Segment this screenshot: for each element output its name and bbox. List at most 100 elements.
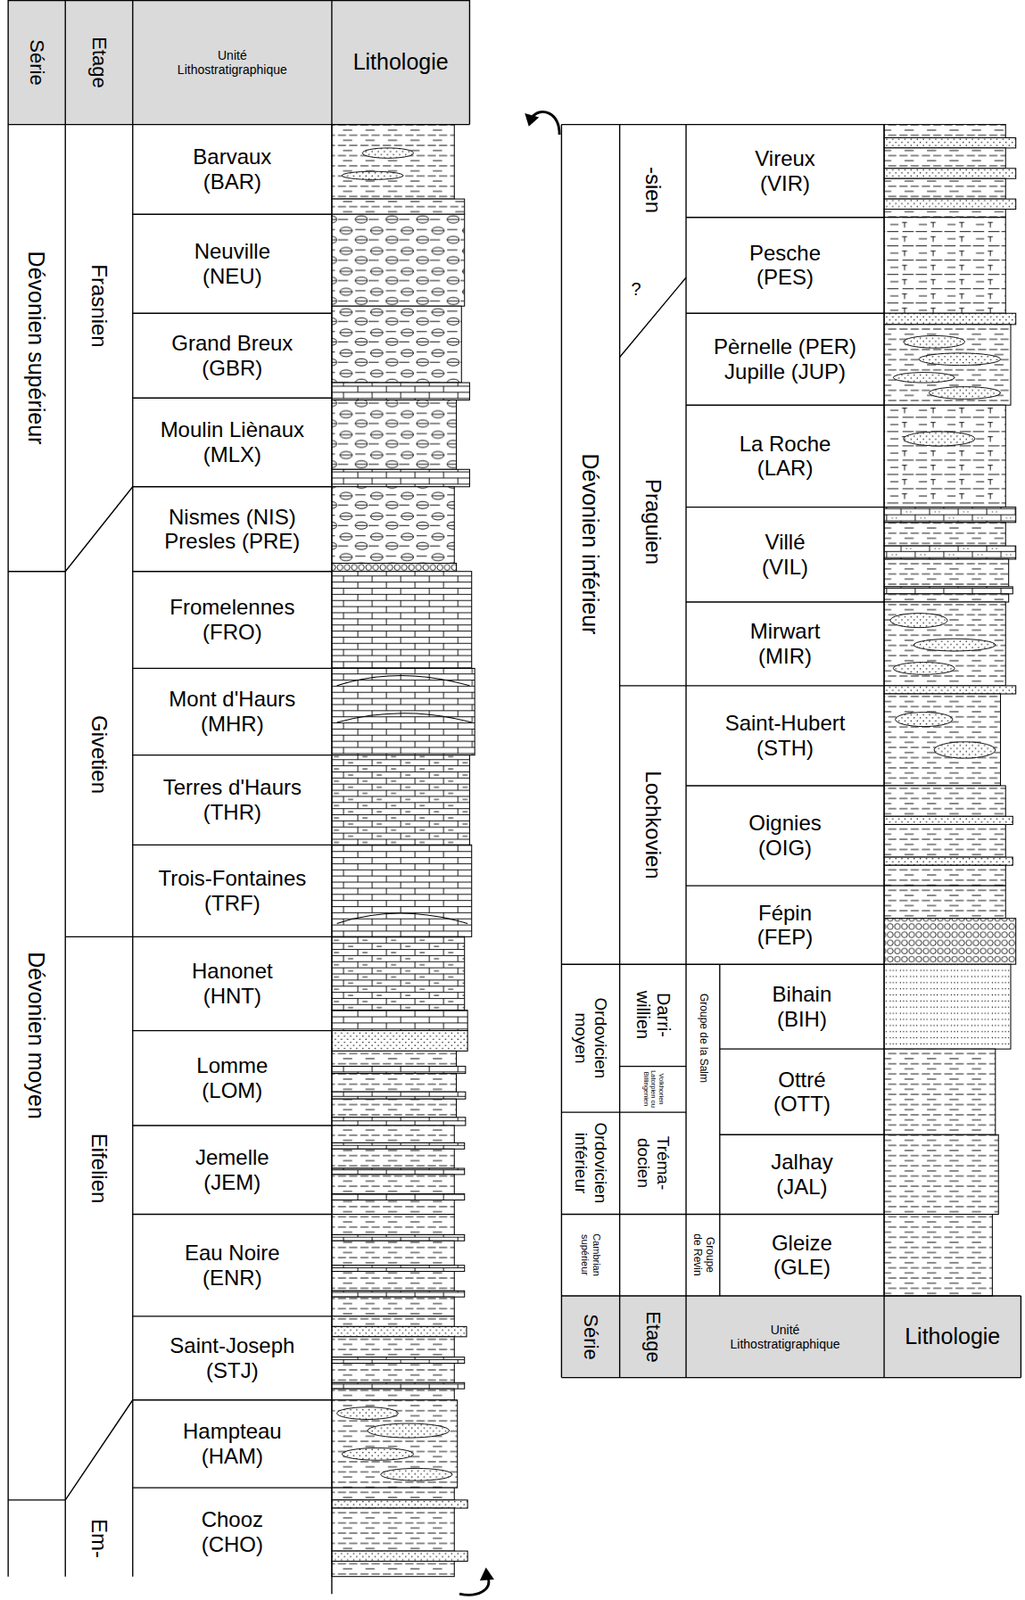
sandstone-lens bbox=[362, 148, 414, 158]
header-text: Etage bbox=[87, 4, 110, 121]
strata-name: Cambrian supérieur bbox=[578, 1228, 602, 1282]
lithology-bed bbox=[331, 1363, 455, 1384]
lithology-bed bbox=[331, 124, 1017, 1578]
header-text: Lithologie bbox=[904, 1323, 1001, 1350]
strata-cell: Cambrian supérieur bbox=[561, 1215, 620, 1298]
strata-cell: Darri- willien bbox=[619, 964, 687, 1067]
sandstone-lens bbox=[928, 387, 1001, 400]
lithology-bed bbox=[331, 1240, 455, 1265]
header-fill bbox=[8, 0, 470, 125]
lithology-bed bbox=[884, 594, 1009, 603]
strata-name: Eifelien bbox=[86, 941, 112, 1396]
lithology-bed bbox=[884, 313, 1017, 325]
strata-cell: Fépin (FEP) bbox=[686, 885, 885, 965]
sandstone-lens bbox=[903, 431, 976, 447]
strata-name: Dévonien moyen bbox=[24, 576, 50, 1497]
lithology-bed bbox=[331, 1297, 455, 1317]
strata-name: Pesche (PES) bbox=[735, 240, 835, 290]
lithology-bed bbox=[884, 405, 1006, 507]
reef-mound bbox=[337, 675, 471, 686]
lithology-bed bbox=[331, 400, 457, 471]
strata-name: Ordovicien moyen bbox=[570, 991, 611, 1086]
lithology-bed bbox=[331, 1337, 455, 1358]
continuation-arrow bbox=[459, 111, 560, 1596]
grid-line bbox=[561, 1049, 1021, 1378]
grid-line bbox=[8, 0, 470, 1595]
strata-cell: Eifelien bbox=[65, 936, 133, 1400]
lithology-bed bbox=[331, 1148, 455, 1169]
strata-cell: Lomme (LOM) bbox=[132, 1031, 332, 1126]
strata-cell: Pèrnelle (PER) Jupille (JUP) bbox=[686, 313, 885, 406]
grid-line bbox=[8, 487, 133, 1501]
lithology-bed bbox=[331, 124, 455, 200]
strata-cell: Bihain (BIH) bbox=[719, 964, 885, 1050]
lithology-bed bbox=[884, 198, 1017, 209]
strata-cell: Groupe de la Salm bbox=[686, 964, 720, 1113]
lithology-bed bbox=[884, 857, 1013, 866]
strata-name: Tréma- docien bbox=[633, 1130, 673, 1198]
lithology-bed bbox=[331, 1125, 455, 1143]
lithology-bed bbox=[884, 178, 1006, 199]
strata-name: Dévonien supérieur bbox=[24, 129, 50, 568]
lithology-bed bbox=[331, 1174, 455, 1195]
strata-cell: Em- bbox=[65, 1500, 133, 1578]
strata-name: Frasnien bbox=[86, 129, 112, 483]
lithology-bed bbox=[884, 865, 1006, 886]
strata-cell: Neuville (NEU) bbox=[132, 214, 332, 314]
lithology-bed bbox=[884, 885, 1006, 919]
strata-name: Terres d'Haurs (THR) bbox=[146, 775, 319, 825]
lithology-bed bbox=[884, 824, 1006, 858]
lithology-bed bbox=[331, 1551, 468, 1562]
strata-cell: Dévonien inférieur bbox=[561, 124, 620, 966]
lithology-bed bbox=[884, 686, 1017, 695]
strata-cell: Chooz (CHO) bbox=[132, 1487, 332, 1578]
strata-cell: Dévonien supérieur bbox=[8, 124, 66, 572]
strata-cell: Villé (VIL) bbox=[686, 507, 885, 603]
strata-name: Volkhorien Latorpien ou Billingenien bbox=[641, 1069, 665, 1110]
lithology-bed bbox=[331, 469, 470, 487]
strata-name: -sien bbox=[640, 129, 666, 251]
lithology-bed bbox=[884, 209, 1006, 218]
lithology-bed bbox=[331, 1326, 467, 1337]
strata-cell: Lochkovien bbox=[619, 686, 687, 965]
strata-name: Grand Breux (GBR) bbox=[156, 330, 308, 381]
sandstone-lens bbox=[895, 712, 953, 728]
strata-cell: Oignies (OIG) bbox=[686, 785, 885, 886]
sandstone-lens bbox=[913, 638, 996, 652]
header-cell: Lithologie bbox=[884, 1296, 1021, 1379]
strata-cell: Pesche (PES) bbox=[686, 217, 885, 315]
strata-cell: Givetien bbox=[65, 571, 133, 938]
lithology-bed bbox=[331, 844, 472, 937]
lithology-bed bbox=[884, 217, 1006, 315]
lithology-bed bbox=[884, 586, 1013, 595]
lithology-bed bbox=[331, 1500, 468, 1509]
grid-line bbox=[8, 0, 1021, 1595]
strata-name: Mirwart (MIR) bbox=[734, 619, 836, 669]
sandstone-lens bbox=[341, 171, 404, 180]
header-cell: Série bbox=[8, 0, 66, 125]
sandstone-lens bbox=[337, 148, 1001, 1481]
strata-cell: Grand Breux (GBR) bbox=[132, 313, 332, 398]
continuation-arrowhead bbox=[479, 1567, 495, 1581]
strata-name: Saint-Hubert (STH) bbox=[706, 710, 865, 761]
lithology-bed bbox=[884, 324, 1011, 406]
header-text: Unité Lithostratigraphique bbox=[169, 48, 295, 77]
sandstone-lens bbox=[337, 1407, 399, 1421]
header-text: Lithologie bbox=[353, 49, 449, 75]
strata-cell: Barvaux (BAR) bbox=[132, 124, 332, 215]
lithology-bed bbox=[884, 816, 1013, 825]
lithology-bed bbox=[884, 785, 1006, 817]
lithology-bed bbox=[331, 1066, 466, 1075]
sandstone-lens bbox=[890, 613, 948, 629]
strata-cell: Mirwart (MIR) bbox=[686, 602, 885, 687]
strata-name: Mont d'Haurs (MHR) bbox=[153, 686, 312, 736]
lithology-bed bbox=[331, 755, 470, 846]
strata-name: Lochkovien bbox=[640, 690, 666, 960]
lithology-bed bbox=[884, 602, 1006, 687]
grid-line bbox=[132, 214, 332, 1488]
strata-name: Darri- willien bbox=[632, 983, 674, 1047]
strata-name: Ordovicien inférieur bbox=[570, 1116, 611, 1211]
lithology-bed bbox=[331, 1562, 455, 1578]
